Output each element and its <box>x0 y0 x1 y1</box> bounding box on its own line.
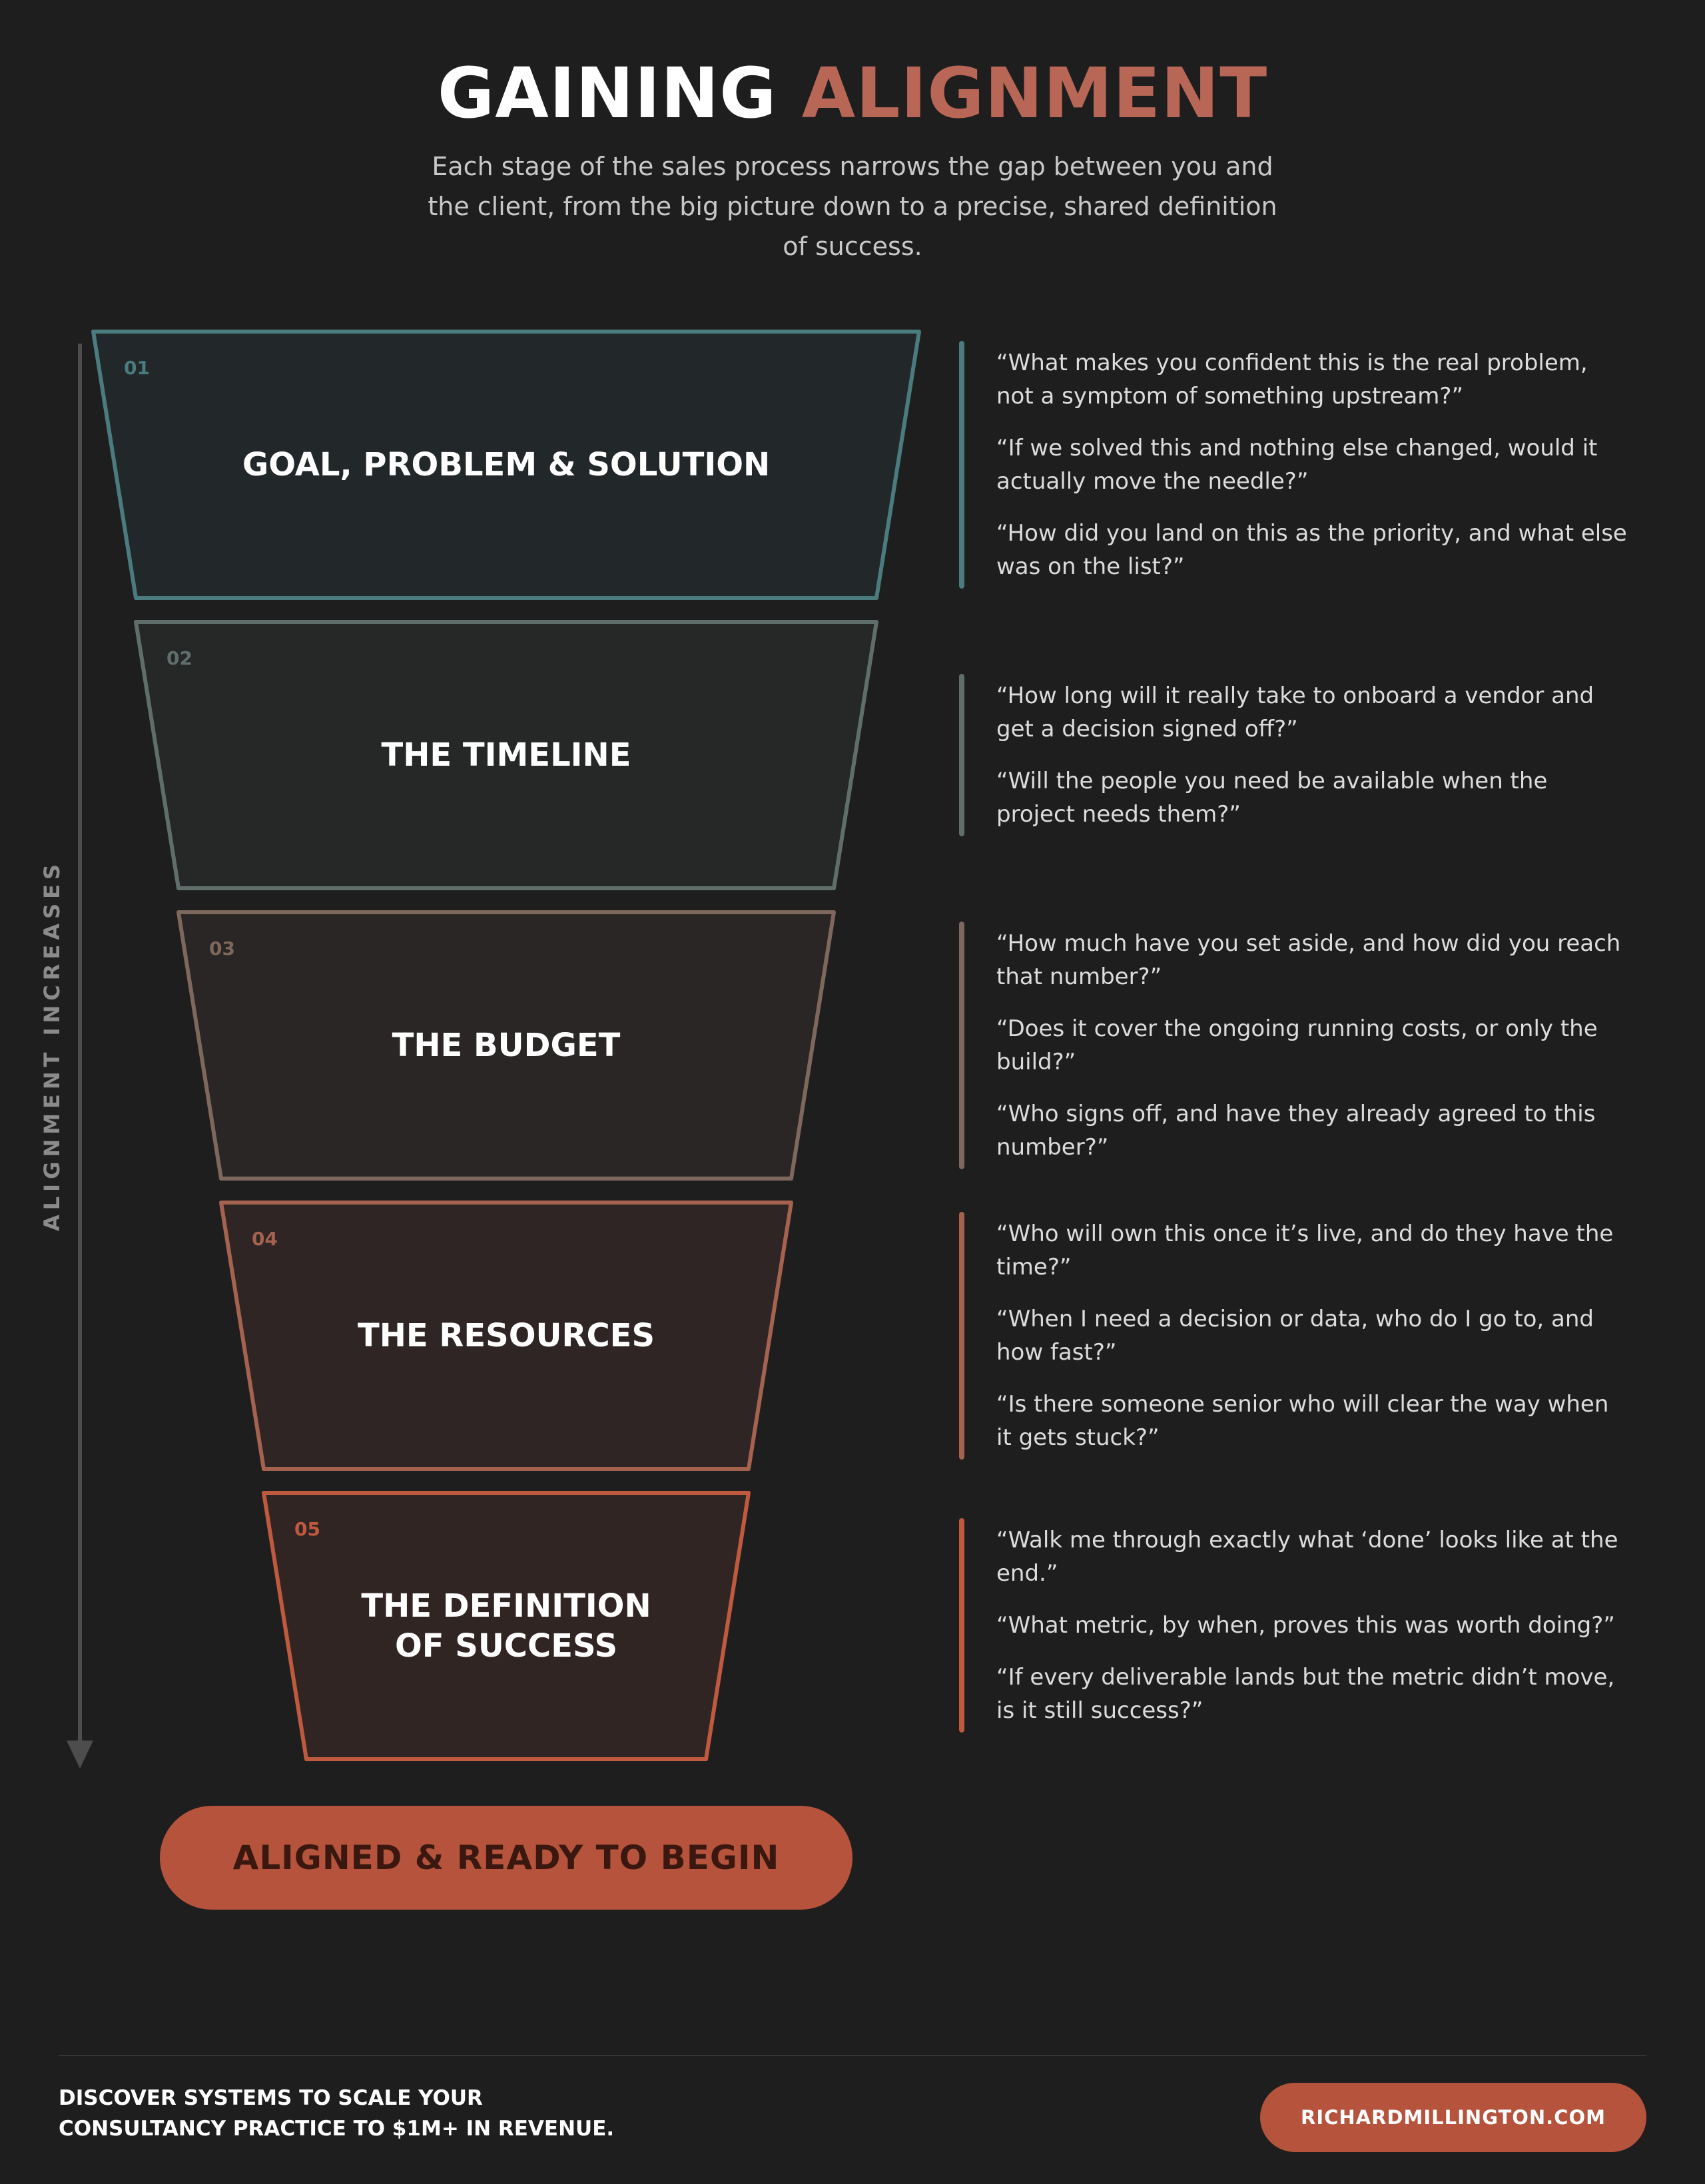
question-accent-bar <box>959 1212 964 1460</box>
question-accent-bar <box>959 922 964 1169</box>
question-text: “What makes you confident this is the re… <box>996 350 1588 410</box>
question-text: “What metric, by when, proves this was w… <box>996 1612 1615 1639</box>
question-text: “If every deliverable lands but the metr… <box>996 1664 1615 1724</box>
question-text: “Walk me through exactly what ‘done’ loo… <box>996 1527 1618 1587</box>
question-text: “If we solved this and nothing else chan… <box>996 435 1598 495</box>
footer-tagline: DISCOVER SYSTEMS TO SCALE YOUR CONSULTAN… <box>59 2083 725 2144</box>
question-text: “Does it cover the ongoing running costs… <box>996 1015 1598 1075</box>
footer-divider <box>59 2055 1646 2056</box>
funnel-stage-04 <box>219 1201 793 1471</box>
question-text: “How long will it really take to onboard… <box>996 682 1594 742</box>
question-text: “Who signs off, and have they already ag… <box>996 1101 1596 1161</box>
question-text: “Will the people you need be available w… <box>996 768 1548 828</box>
footer-tagline-line-1: DISCOVER SYSTEMS TO SCALE YOUR <box>59 2086 483 2110</box>
title-part-2: ALIGNMENT <box>801 53 1268 134</box>
page-subtitle: Each stage of the sales process narrows … <box>428 152 1277 261</box>
question-text: “Who will own this once it’s live, and d… <box>996 1221 1614 1280</box>
page-title: GAINING ALIGNMENT <box>0 47 1705 140</box>
stage-number: 02 <box>167 647 192 669</box>
stage-number: 05 <box>294 1518 320 1540</box>
stage-number: 03 <box>209 938 235 959</box>
funnel-stage-05 <box>262 1491 751 1761</box>
alignment-arrow-head <box>67 1741 93 1769</box>
alignment-increases-label: ALIGNMENT INCREASES <box>39 860 65 1231</box>
stage-title: GOAL, PROBLEM & SOLUTION <box>242 446 771 483</box>
stage-title: THE DEFINITION OF SUCCESS <box>361 1587 651 1665</box>
funnel-stage-03 <box>176 910 836 1181</box>
question-accent-bar <box>959 674 964 836</box>
question-text: “How much have you set aside, and how di… <box>996 930 1621 990</box>
question-text: “How did you land on this as the priorit… <box>996 520 1627 580</box>
website-link-button[interactable]: RICHARDMILLINGTON.COM <box>1260 2083 1646 2152</box>
question-accent-bar <box>959 341 964 589</box>
stage-number: 01 <box>124 357 150 379</box>
stage-title: THE RESOURCES <box>357 1317 655 1354</box>
funnel-stage-01 <box>91 330 921 600</box>
stage-number: 04 <box>252 1228 278 1250</box>
title-part-1: GAINING <box>437 53 777 134</box>
footer-tagline-line-2: CONSULTANCY PRACTICE TO $1M+ IN REVENUE. <box>59 2117 615 2141</box>
question-text: “When I need a decision or data, who do … <box>996 1306 1594 1366</box>
aligned-ready-badge: ALIGNED & READY TO BEGIN <box>160 1806 852 1910</box>
stage-title: THE BUDGET <box>392 1027 621 1064</box>
question-text: “Is there someone senior who will clear … <box>996 1391 1609 1451</box>
stage-title: THE TIMELINE <box>381 736 631 774</box>
question-accent-bar <box>959 1518 964 1733</box>
funnel-stage-02 <box>134 620 878 890</box>
